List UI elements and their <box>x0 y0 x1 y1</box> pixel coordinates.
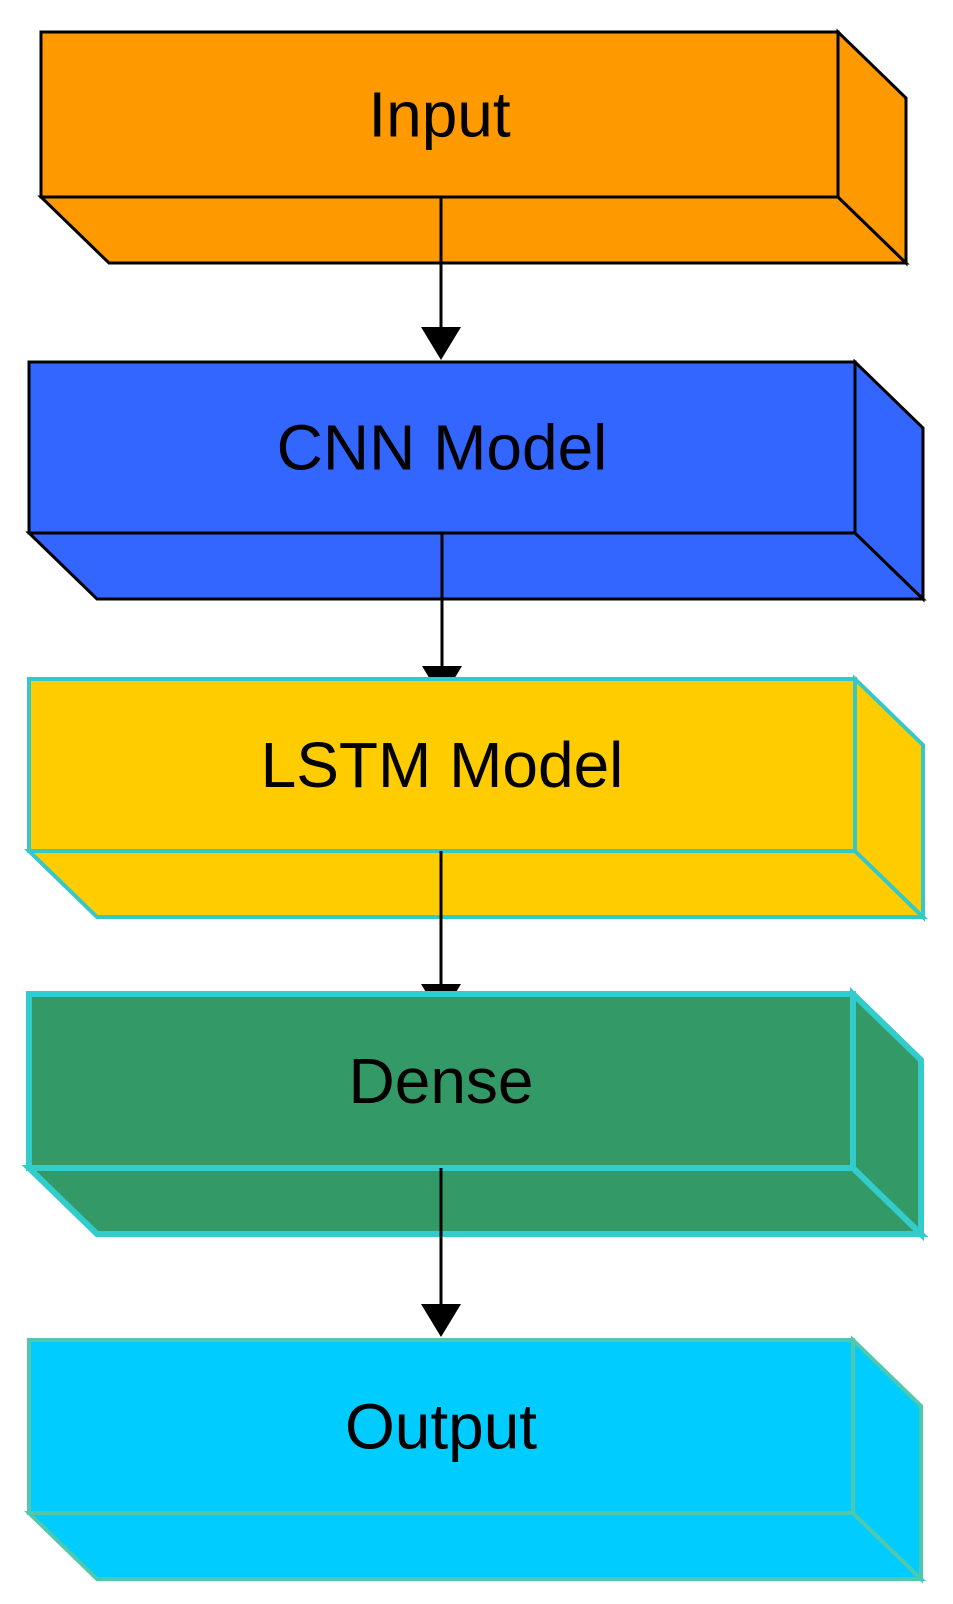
node-lstm-front-face <box>27 677 857 853</box>
node-lstm-bottom-face <box>24 849 928 919</box>
node-dense: Dense <box>21 986 929 1242</box>
arrowhead-icon <box>421 327 461 360</box>
node-dense-label: Dense <box>349 1045 534 1117</box>
node-output-bottom-face <box>24 1511 926 1581</box>
arrowhead-icon <box>421 1304 461 1337</box>
node-output-front-face <box>27 1338 855 1515</box>
node-input-front-face <box>39 30 840 199</box>
node-lstm: LSTM Model <box>24 674 928 922</box>
node-input-bottom-face <box>37 195 910 265</box>
node-input-label: Input <box>368 79 511 151</box>
node-dense-bottom-face <box>21 1165 929 1237</box>
node-cnn-bottom-face <box>25 531 927 601</box>
node-cnn-label: CNN Model <box>277 412 608 484</box>
node-output: Output <box>24 1335 926 1584</box>
node-lstm-label: LSTM Model <box>261 729 624 801</box>
connector-arrow-1 <box>421 197 461 360</box>
node-output-label: Output <box>345 1391 537 1463</box>
node-dense-front-face <box>26 991 856 1171</box>
node-input: Input <box>37 28 910 267</box>
connector-arrow-4 <box>421 1168 461 1337</box>
node-cnn: CNN Model <box>25 358 927 603</box>
node-cnn-front-face <box>27 360 857 535</box>
